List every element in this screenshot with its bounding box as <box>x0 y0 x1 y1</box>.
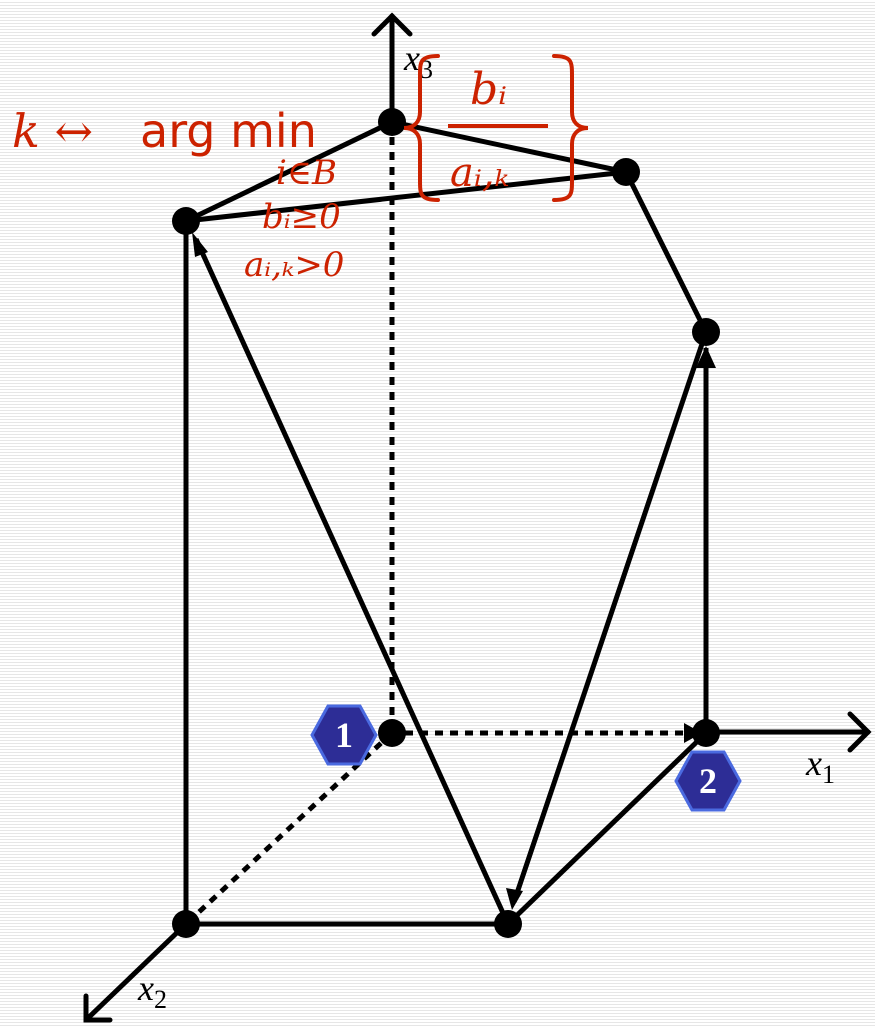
path-arrows <box>192 232 716 926</box>
edge-bottom-right <box>506 731 708 926</box>
path-arrowhead-up <box>696 346 716 368</box>
vertex-bottom-left <box>172 910 200 938</box>
step-badge-1: 1 <box>310 704 378 766</box>
x3-axis-arrowhead <box>371 12 413 37</box>
x2-axis <box>83 921 189 1023</box>
formula-lhs: k ↔ <box>12 104 93 158</box>
formula-subscript-a-positive: aᵢ,ₖ>0 <box>244 245 344 285</box>
edge-top-back <box>185 169 627 224</box>
formula-subscript-index: i∈B <box>276 153 337 193</box>
vertex-top-right <box>612 158 640 186</box>
edge-top-left <box>184 119 394 224</box>
axes <box>83 12 872 1023</box>
x2-axis-label: x2 <box>137 968 167 1014</box>
x1-axis-label: x1 <box>805 743 835 789</box>
step-badge-2-hexagon <box>674 750 742 812</box>
hidden-edges <box>184 122 702 926</box>
path-arrowhead-down <box>506 888 523 910</box>
path-arrow-to-top-left-vertex <box>193 237 511 926</box>
formula-denominator: aᵢ,ₖ <box>450 150 509 196</box>
path-arrowhead-up-left <box>192 232 208 257</box>
vertices <box>172 108 720 938</box>
vertex-right-upper <box>692 318 720 346</box>
edge-top-right <box>391 119 627 175</box>
x1-axis-arrowhead <box>847 711 872 753</box>
formula-numerator: bᵢ <box>470 64 507 115</box>
vertex-bottom-right <box>494 910 522 938</box>
ratio-test-formula: k ↔ arg min i∈B bᵢ≥0 aᵢ,ₖ>0 bᵢ aᵢ,ₖ <box>12 54 589 285</box>
x3-axis-label: x3 <box>403 38 433 84</box>
formula-subscript-b-nonneg: bᵢ≥0 <box>262 197 341 237</box>
step-badge-1-hexagon <box>310 704 378 766</box>
step-badge-2: 2 <box>674 750 742 812</box>
formula-operator: arg min <box>140 104 317 158</box>
polytope-edges <box>183 119 709 927</box>
path-arrow-to-bottom-vertex <box>511 331 709 903</box>
step-badge-2-label: 2 <box>699 761 717 801</box>
formula-left-brace <box>403 54 440 202</box>
x2-axis-arrowhead <box>83 993 113 1023</box>
edge-right-upper <box>623 170 709 334</box>
step-badge-1-label: 1 <box>335 715 353 755</box>
vertex-top-left <box>172 207 200 235</box>
vertex-origin <box>378 719 406 747</box>
vertex-top <box>378 108 406 136</box>
formula-right-brace <box>552 54 589 202</box>
vertex-right-bottom <box>692 719 720 747</box>
